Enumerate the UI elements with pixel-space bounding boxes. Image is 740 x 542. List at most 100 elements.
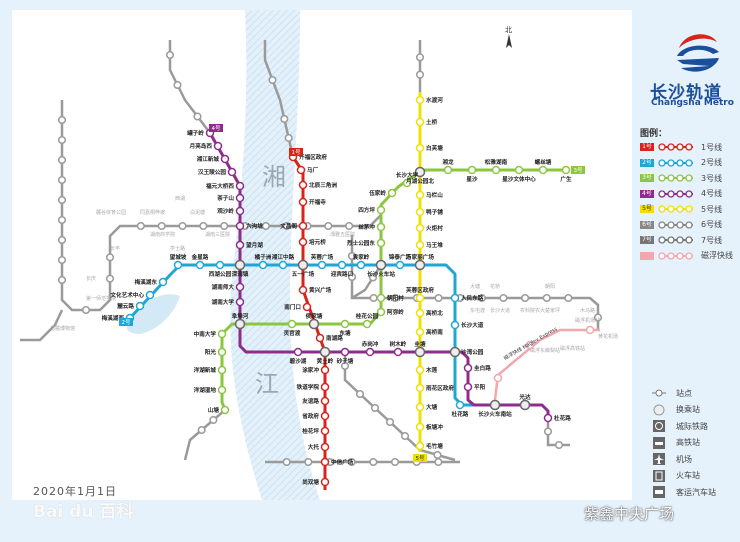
station[interactable] xyxy=(340,347,350,357)
transfer-station[interactable] xyxy=(449,346,461,358)
station[interactable] xyxy=(298,180,308,190)
station[interactable] xyxy=(195,260,205,270)
station[interactable] xyxy=(235,297,245,307)
station[interactable] xyxy=(293,347,303,357)
station[interactable] xyxy=(443,165,453,175)
station[interactable] xyxy=(415,293,425,303)
station[interactable] xyxy=(415,327,425,337)
station[interactable] xyxy=(258,260,268,270)
planned-station-label: 湘雅五医院 xyxy=(330,231,355,238)
station[interactable] xyxy=(415,143,425,153)
station[interactable] xyxy=(227,167,237,177)
station[interactable] xyxy=(543,413,553,423)
station[interactable] xyxy=(387,188,397,198)
station[interactable] xyxy=(450,293,460,303)
transfer-station[interactable] xyxy=(414,346,426,358)
planned-station xyxy=(369,457,378,467)
station[interactable] xyxy=(340,319,350,329)
station[interactable] xyxy=(213,141,223,151)
transfer-station[interactable] xyxy=(297,259,309,271)
station[interactable] xyxy=(215,260,225,270)
station[interactable] xyxy=(135,301,145,311)
station[interactable] xyxy=(320,442,330,452)
station[interactable] xyxy=(393,347,403,357)
transfer-station[interactable] xyxy=(489,399,501,411)
station[interactable] xyxy=(298,221,308,231)
station[interactable] xyxy=(315,333,325,343)
station[interactable] xyxy=(217,365,227,375)
transfer-station[interactable] xyxy=(234,259,246,271)
station[interactable] xyxy=(561,165,571,175)
station[interactable] xyxy=(376,238,386,248)
station[interactable] xyxy=(235,221,245,231)
station[interactable] xyxy=(337,260,347,270)
station[interactable] xyxy=(402,178,412,188)
station[interactable] xyxy=(235,181,245,191)
station[interactable] xyxy=(415,190,425,200)
station[interactable] xyxy=(450,320,460,330)
station[interactable] xyxy=(491,165,501,175)
station[interactable] xyxy=(298,197,308,207)
station[interactable] xyxy=(320,411,330,421)
station[interactable] xyxy=(395,260,405,270)
station[interactable] xyxy=(235,240,245,250)
transfer-station[interactable] xyxy=(519,399,531,411)
station[interactable] xyxy=(235,282,245,292)
station[interactable] xyxy=(217,329,227,339)
station[interactable] xyxy=(320,382,330,392)
station[interactable] xyxy=(415,207,425,217)
station[interactable] xyxy=(320,426,330,436)
station[interactable] xyxy=(376,307,386,317)
station[interactable] xyxy=(514,165,524,175)
station[interactable] xyxy=(538,165,548,175)
station[interactable] xyxy=(173,260,183,270)
station[interactable] xyxy=(376,222,386,232)
station[interactable] xyxy=(217,385,227,395)
station[interactable] xyxy=(376,205,386,215)
station[interactable] xyxy=(302,302,312,312)
transfer-station[interactable] xyxy=(234,318,246,330)
station[interactable] xyxy=(415,95,425,105)
station[interactable] xyxy=(415,422,425,432)
station[interactable] xyxy=(320,457,330,467)
station[interactable] xyxy=(455,400,465,410)
station[interactable] xyxy=(320,396,330,406)
station[interactable] xyxy=(235,206,245,216)
station[interactable] xyxy=(415,402,425,412)
station[interactable] xyxy=(235,193,245,203)
station[interactable] xyxy=(415,308,425,318)
station[interactable] xyxy=(415,365,425,375)
station[interactable] xyxy=(356,260,366,270)
station[interactable] xyxy=(220,154,230,164)
station[interactable] xyxy=(158,277,168,287)
station[interactable] xyxy=(415,240,425,250)
station[interactable] xyxy=(415,117,425,127)
station[interactable] xyxy=(145,290,155,300)
planned-station-label: 长沙大道 xyxy=(490,307,510,314)
transfer-station[interactable] xyxy=(414,259,426,271)
station[interactable] xyxy=(320,477,330,487)
station[interactable] xyxy=(287,319,297,329)
station[interactable] xyxy=(362,319,372,329)
station[interactable] xyxy=(463,363,473,373)
station[interactable] xyxy=(415,441,425,451)
transfer-station[interactable] xyxy=(375,259,387,271)
station[interactable] xyxy=(463,382,473,392)
planned-station-label: 白泥塘 xyxy=(190,209,205,216)
transfer-station[interactable] xyxy=(414,166,426,178)
station[interactable] xyxy=(376,293,386,303)
transfer-station[interactable] xyxy=(308,318,320,330)
station[interactable] xyxy=(217,347,227,357)
station[interactable] xyxy=(298,285,308,295)
station[interactable] xyxy=(415,223,425,233)
station[interactable] xyxy=(467,165,477,175)
station[interactable] xyxy=(220,405,230,415)
station[interactable] xyxy=(365,347,375,357)
station[interactable] xyxy=(317,260,327,270)
station[interactable] xyxy=(415,383,425,393)
transfer-station[interactable] xyxy=(319,346,331,358)
station[interactable] xyxy=(298,237,308,247)
station[interactable] xyxy=(296,165,306,175)
station[interactable] xyxy=(278,260,288,270)
station[interactable] xyxy=(320,365,330,375)
